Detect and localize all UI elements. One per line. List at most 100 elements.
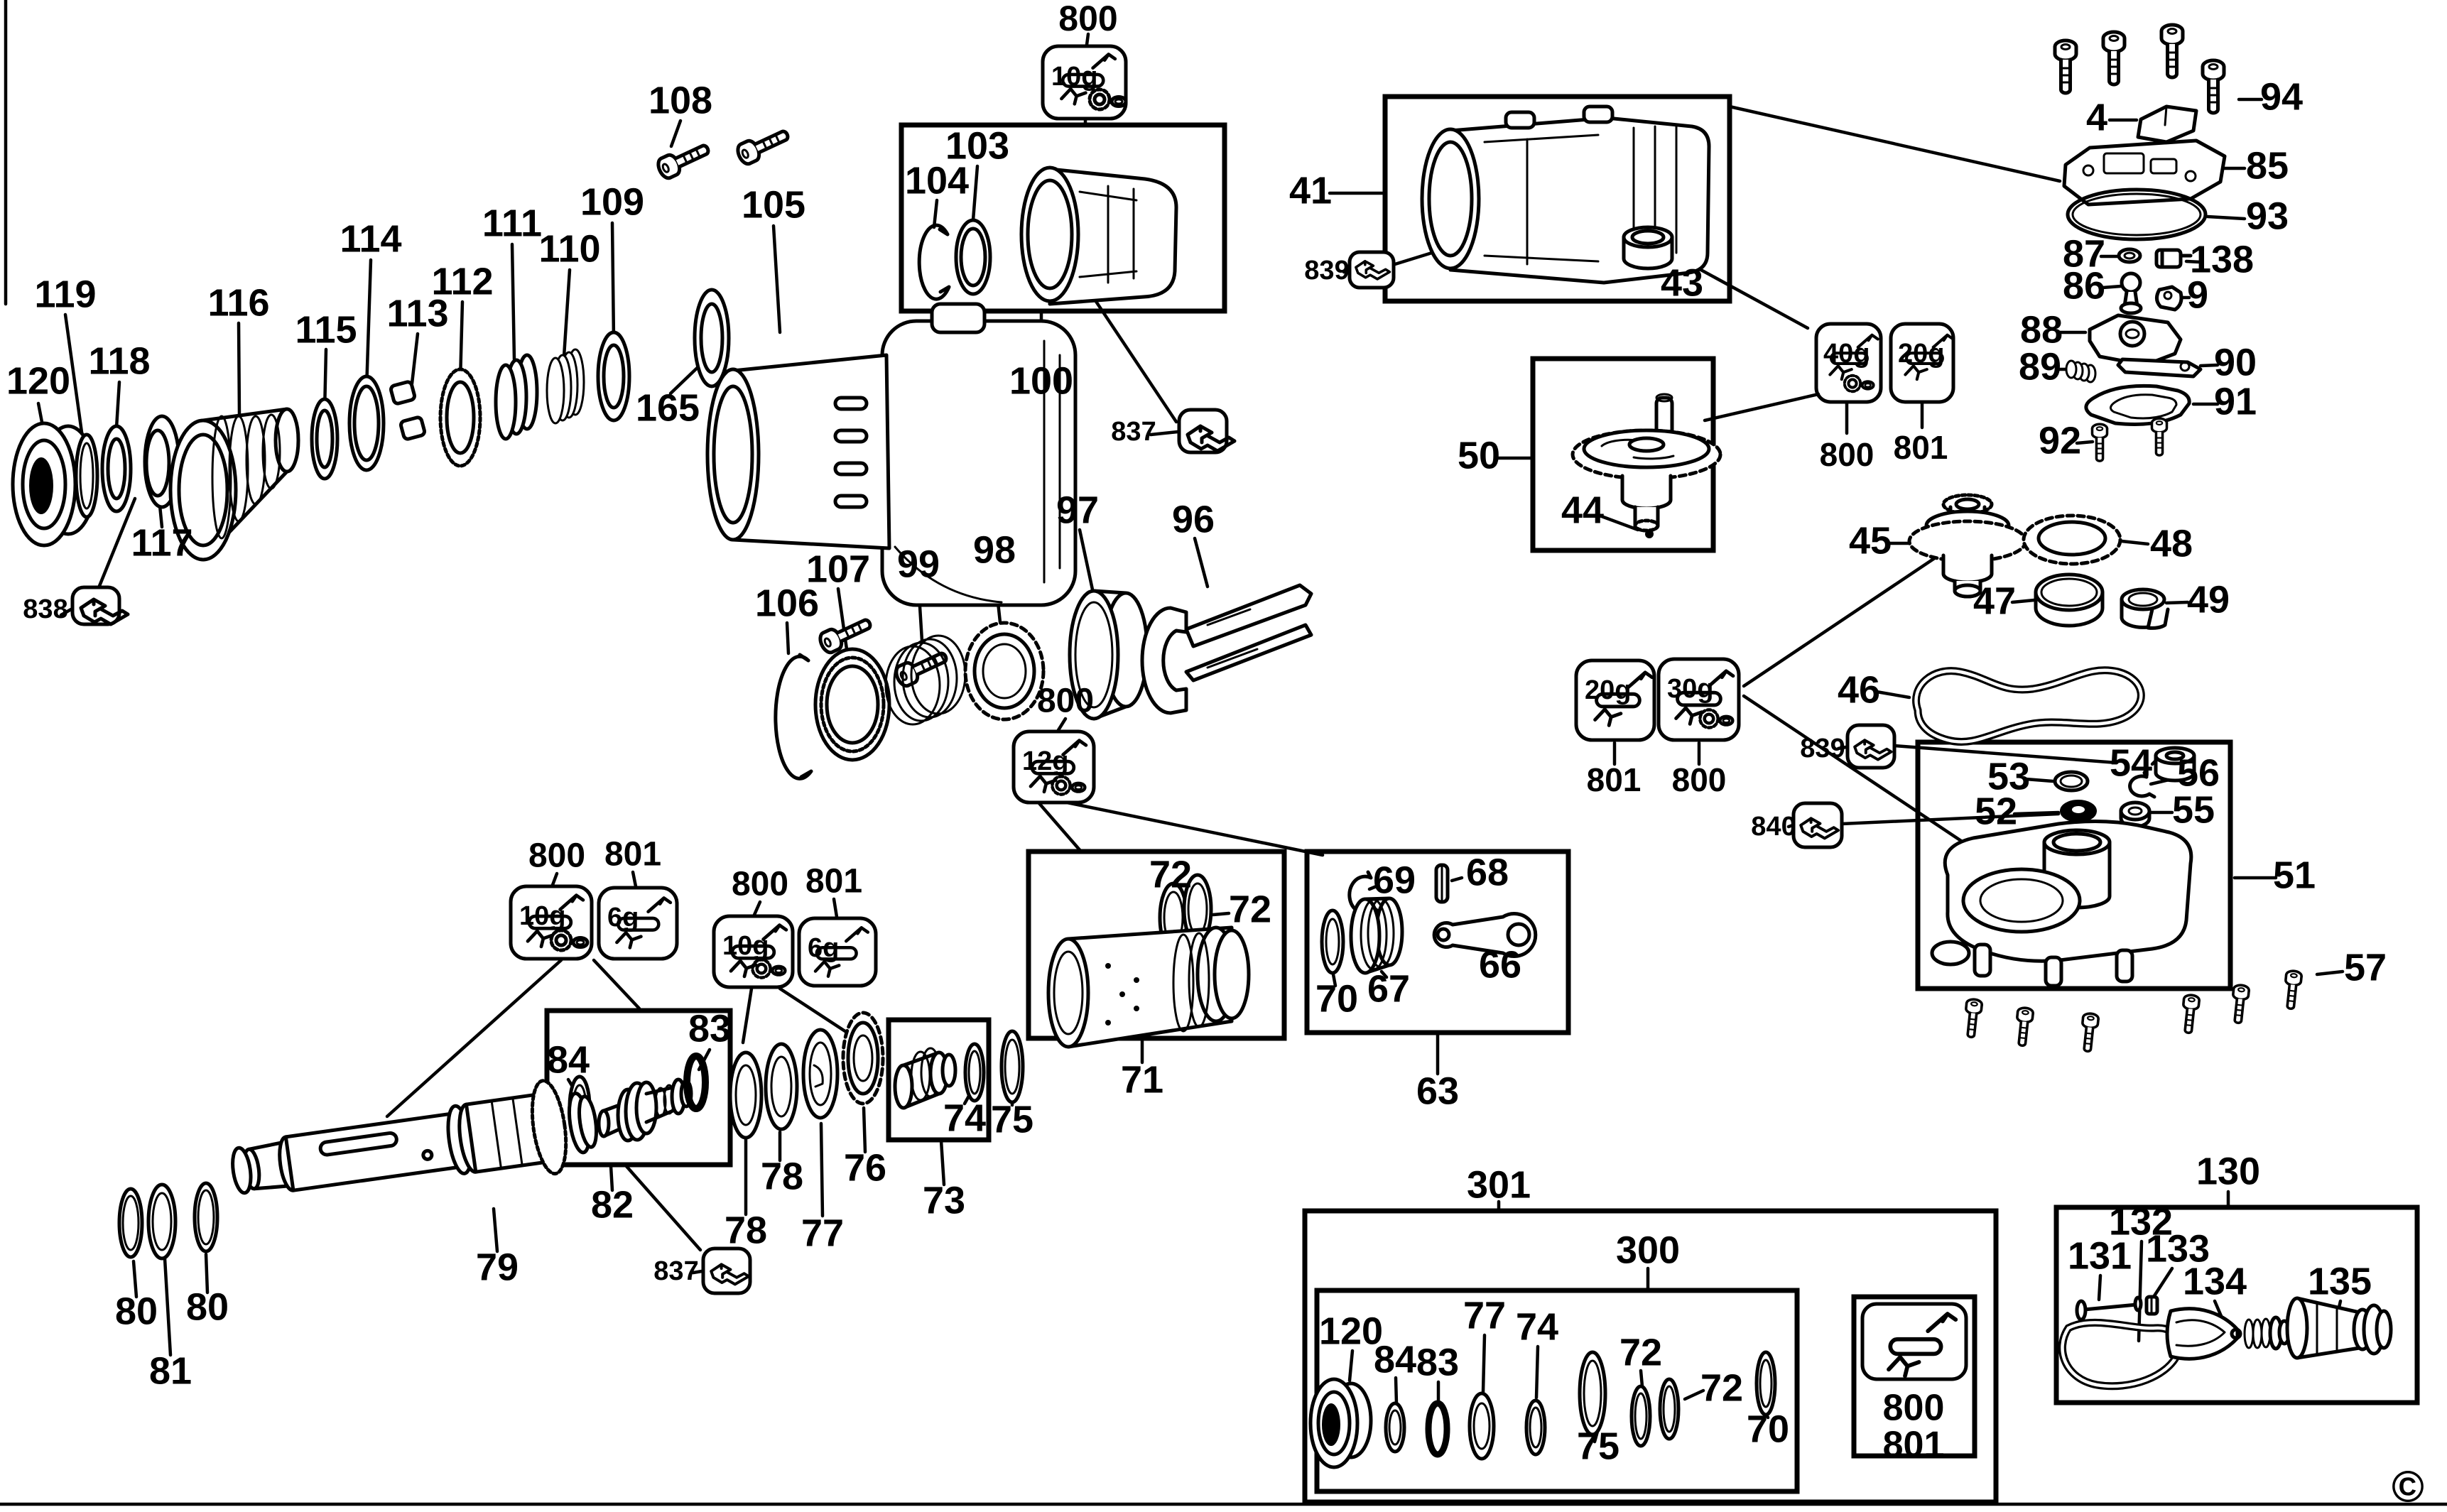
part-terminal-138-drawing [2154,248,2193,269]
part-bearing-54-drawing [2154,746,2196,783]
part-belt-46-drawing [1912,666,2145,746]
leader-lines-bottom [1347,1190,2343,1444]
label-part-63: 63 [1416,1070,1459,1112]
part-washer-165-drawing [693,288,731,388]
label-part-112: 112 [431,260,493,303]
part-ring-119-drawing [74,433,99,519]
label-part-80-a: 80 [115,1290,158,1332]
part-striker-73-drawing [893,1047,957,1110]
label-part-49: 49 [2187,578,2230,621]
part-clip-9-drawing [2155,285,2183,312]
label-part-70-a: 70 [1315,977,1358,1020]
label-part-132: 132 [2109,1200,2173,1243]
part-circlip-106-drawing [774,653,813,781]
label-part-131: 131 [2068,1234,2132,1277]
part-yoke-134-drawing [2165,1307,2291,1361]
label-callout-839-b: 839 [1800,734,1845,763]
callout-boxes [70,44,1968,1381]
part-spindle-79-drawing [231,1079,599,1195]
label-part-48: 48 [2150,522,2193,565]
label-part-111: 111 [482,202,542,244]
label-gram-20g-1: 20g [1898,339,1944,369]
label-callout-800-b: 800 [528,837,585,875]
box-100 [899,122,1227,314]
label-part-74-b: 74 [1516,1305,1558,1348]
label-part-107: 107 [806,548,870,590]
part-circlip-104-drawing [917,223,951,301]
bracket-callout-837-a [1177,408,1235,455]
label-part-104: 104 [905,159,969,202]
label-part-77-b: 77 [1463,1294,1506,1337]
part-screws-57-drawing [1961,969,2304,1054]
part-rings-80-81-drawing [117,1181,219,1261]
label-part-85: 85 [2246,144,2289,187]
label-part-72-b: 72 [1229,888,1271,930]
label-part-80-b: 80 [186,1285,229,1328]
part-rod-66-drawing [1432,912,1538,958]
part-bearing-107-drawing [813,647,891,762]
part-bellows-116-drawing [168,407,300,562]
label-gram-30g: 30g [1667,674,1713,704]
part-board-85-drawing [2062,138,2227,207]
label-part-91: 91 [2214,380,2257,423]
label-part-44: 44 [1561,489,1604,531]
bracket-callout-839-a [1347,250,1396,290]
label-part-103: 103 [945,124,1009,167]
part-spring-89-drawing [2065,359,2097,384]
label-part-45: 45 [1849,519,1892,562]
label-callout-837-b: 837 [653,1256,698,1286]
label-part-90: 90 [2214,341,2257,384]
label-part-83-b: 83 [1416,1341,1459,1383]
label-part-52: 52 [1975,790,2017,832]
part-pin-44-drawing [1645,530,1654,538]
label-callout-800-d: 800 [1820,436,1874,473]
label-part-89: 89 [2019,345,2061,388]
grease-callout-12g [1011,729,1096,805]
label-part-98: 98 [973,528,1016,571]
label-part-120: 120 [6,359,70,402]
label-callout-801-d: 801 [1894,429,1948,466]
part-gear-45-drawing [1907,493,2028,599]
part-piston-67-drawing [1349,896,1404,975]
label-part-54: 54 [2110,741,2152,784]
label-part-97: 97 [1056,489,1099,531]
part-valve-86-drawing [2119,271,2143,315]
label-part-86: 86 [2063,264,2105,307]
part-strap-132-drawing [2058,1318,2183,1391]
box-71 [1026,849,1287,1041]
label-part-66: 66 [1479,943,1521,986]
part-lever-90-drawing [2116,357,2203,379]
part-rings-111-drawing [494,353,539,441]
part-block-4-drawing [2136,104,2198,144]
part-ring-115-drawing [310,397,340,481]
box-kit-800-801 [1851,1294,1977,1459]
part-ring-74-drawing [963,1042,986,1103]
bracket-callout-839-b [1845,723,1897,770]
box-130 [2053,1204,2420,1405]
label-part-75-b: 75 [1577,1425,1619,1467]
part-cylinder-71-drawing [1046,925,1251,1049]
label-part-118: 118 [88,339,150,382]
part-washer-118-drawing [100,424,133,513]
part-seal-83-drawing [683,1053,709,1112]
label-callout-800-kit: 800 [1883,1388,1945,1429]
label-gram-10g-1: 10g [1051,62,1097,92]
part-ringgear-48-drawing [2022,513,2122,566]
label-part-87: 87 [2063,232,2105,275]
label-callout-800-mid: 800 [1037,682,1094,720]
part-gear-50-drawing [1570,393,1722,538]
box-41 [1382,94,1732,304]
label-part-79: 79 [476,1246,519,1288]
label-part-105: 105 [742,183,805,226]
label-part-78-b: 78 [725,1209,767,1251]
label-part-75-a: 75 [991,1098,1033,1141]
bracket-callout-838 [70,585,128,626]
label-part-108: 108 [649,79,712,121]
label-part-70-b: 70 [1747,1408,1789,1450]
part-cover-51-drawing [1930,819,2193,988]
label-part-117: 117 [131,521,192,564]
part-ring-53-drawing [2053,770,2090,793]
label-part-135: 135 [2308,1260,2372,1302]
label-part-78-a: 78 [761,1155,803,1197]
label-part-46: 46 [1838,668,1880,711]
